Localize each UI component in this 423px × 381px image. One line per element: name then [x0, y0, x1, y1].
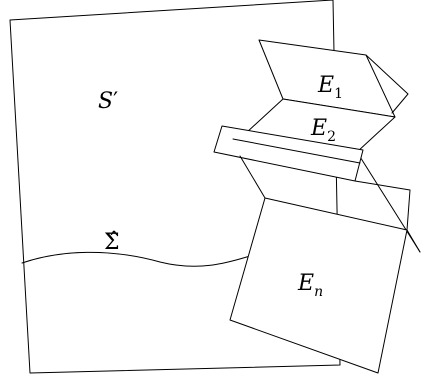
label-sigma-hat: Σ̂ [104, 230, 120, 255]
label-en: En [297, 271, 323, 300]
strut-right [354, 180, 411, 231]
label-e1-sub: 1 [334, 86, 343, 102]
label-s-prime: S′ [98, 89, 118, 114]
label-e2-sub: 2 [327, 129, 336, 145]
label-e1: E1 [317, 73, 343, 102]
connector-right-upper [365, 54, 409, 114]
label-s-prime-mark: ′ [113, 89, 118, 114]
ribbon-crease [232, 138, 361, 164]
curve-sigma-hat [21, 251, 251, 267]
label-e2: E2 [310, 116, 336, 145]
label-en-base: E [297, 271, 314, 296]
sheet-en [229, 197, 408, 374]
label-en-sub: n [314, 284, 323, 300]
connector-right-diagonal [356, 151, 421, 253]
label-s-prime-base: S [98, 89, 113, 114]
label-e1-base: E [317, 73, 334, 98]
label-e2-base: E [310, 116, 327, 141]
en-right-tab [406, 229, 421, 253]
strut-left [239, 155, 266, 199]
